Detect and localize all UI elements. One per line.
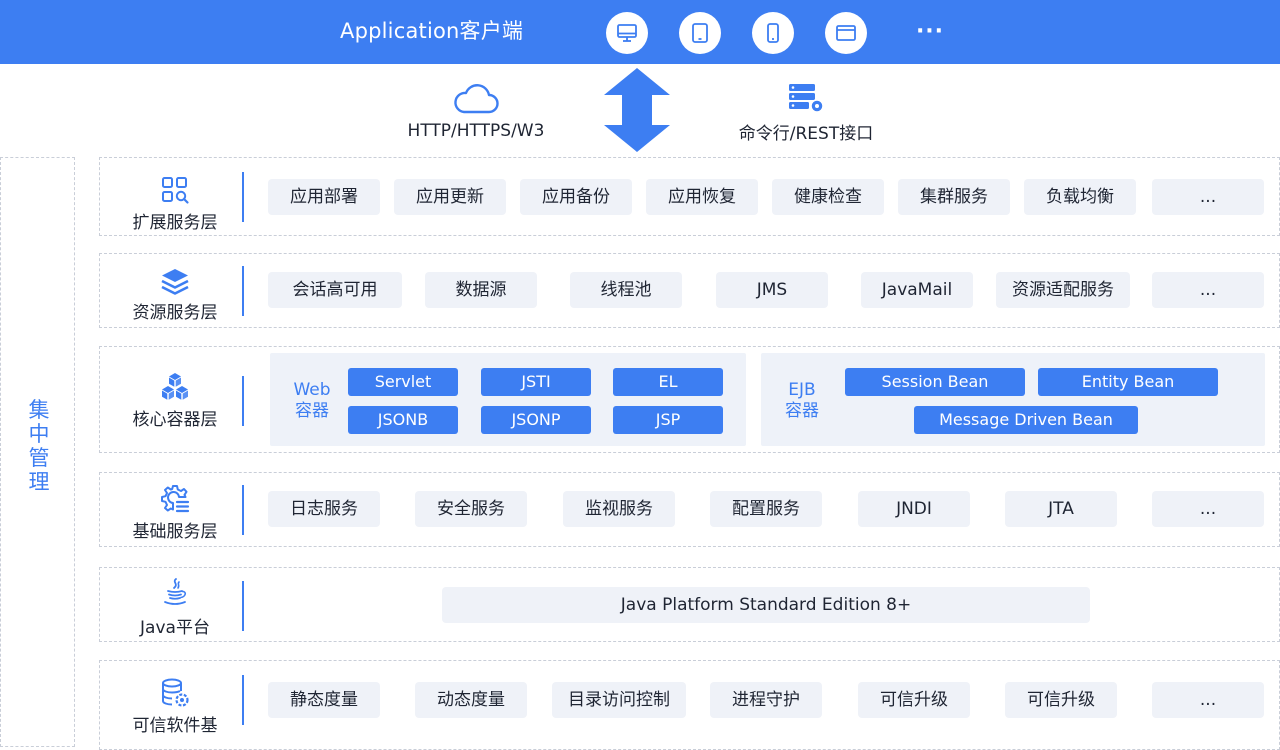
- server-settings-icon: [789, 84, 824, 113]
- layer-divider: [242, 581, 244, 631]
- layer-divider: [242, 675, 244, 725]
- chip-more: ...: [1152, 491, 1264, 527]
- base-layer-label: 基础服务层: [100, 483, 250, 542]
- trusted-layer-label: 可信软件基: [100, 677, 250, 736]
- chip-process-guard: 进程守护: [710, 682, 822, 718]
- chip-cluster-service: 集群服务: [898, 179, 1010, 215]
- chip-datasource: 数据源: [425, 272, 537, 308]
- trusted-software-base-layer: 可信软件基 静态度量 动态度量 目录访问控制 进程守护 可信升级 可信升级 ..…: [99, 660, 1280, 750]
- chip-java-se: Java Platform Standard Edition 8+: [442, 587, 1090, 623]
- layer-divider: [242, 266, 244, 316]
- chip-jsti: JSTI: [481, 368, 591, 396]
- layer-divider: [242, 485, 244, 535]
- chip-more: ...: [1152, 272, 1264, 308]
- ejb-container-title-2: 容器: [785, 401, 819, 421]
- chip-config-service: 配置服务: [710, 491, 822, 527]
- chip-resource-adapter: 资源适配服务: [996, 272, 1130, 308]
- database-gear-icon: [162, 678, 189, 707]
- resource-service-layer: 资源服务层 会话高可用 数据源 线程池 JMS JavaMail 资源适配服务 …: [99, 253, 1280, 328]
- chip-javamail: JavaMail: [861, 272, 973, 308]
- cloud-icon: [454, 84, 499, 114]
- chip-session-bean: Session Bean: [845, 368, 1025, 396]
- desktop-icon: [606, 12, 648, 54]
- java-layer-name: Java平台: [140, 618, 210, 638]
- layers-stack-icon: [161, 269, 189, 295]
- chip-security-service: 安全服务: [415, 491, 527, 527]
- web-container-title-1: Web: [293, 380, 331, 400]
- bidirectional-arrow-icon: [604, 68, 670, 152]
- layer-divider: [242, 172, 244, 222]
- chip-more: ...: [1152, 179, 1264, 215]
- chip-trusted-upgrade: 可信升级: [858, 682, 970, 718]
- layer-divider: [242, 376, 244, 426]
- chip-trusted-upgrade-2: 可信升级: [1005, 682, 1117, 718]
- extension-service-layer: 扩展服务层 应用部署 应用更新 应用备份 应用恢复 健康检查 集群服务 负载均衡…: [99, 157, 1280, 236]
- chip-jsonp: JSONP: [481, 406, 591, 434]
- core-layer-name: 核心容器层: [132, 410, 218, 430]
- base-service-layer: 基础服务层 日志服务 安全服务 监视服务 配置服务 JNDI JTA ...: [99, 472, 1280, 547]
- http-protocol-label: HTTP/HTTPS/W3: [407, 121, 545, 141]
- core-container-layer: 核心容器层 Web 容器 Servlet JSTI EL JSONB JSONP…: [99, 346, 1280, 453]
- app-client-title: Application客户端: [340, 19, 524, 43]
- chip-log-service: 日志服务: [268, 491, 380, 527]
- resource-layer-label: 资源服务层: [100, 266, 250, 323]
- chip-dynamic-measure: 动态度量: [415, 682, 527, 718]
- chip-jta: JTA: [1005, 491, 1117, 527]
- trusted-layer-name: 可信软件基: [132, 716, 218, 736]
- cubes-icon: [162, 373, 188, 400]
- ejb-container-title-1: EJB: [788, 380, 816, 400]
- chip-jndi: JNDI: [858, 491, 970, 527]
- cli-rest-interface: 命令行/REST接口: [728, 82, 884, 144]
- centralized-management-label: 集中管理: [28, 398, 50, 494]
- grid-search-icon: [162, 177, 189, 204]
- chip-load-balance: 负载均衡: [1024, 179, 1136, 215]
- browser-window-icon: [825, 12, 867, 54]
- java-cup-icon: [164, 578, 186, 605]
- web-container: Web 容器 Servlet JSTI EL JSONB JSONP JSP: [270, 353, 746, 446]
- java-platform-layer: Java平台 Java Platform Standard Edition 8+: [99, 567, 1280, 642]
- chip-monitor-service: 监视服务: [563, 491, 675, 527]
- chip-app-backup: 应用备份: [520, 179, 632, 215]
- chip-thread-pool: 线程池: [570, 272, 682, 308]
- ejb-container: EJB 容器 Session Bean Entity Bean Message …: [761, 353, 1265, 446]
- cli-rest-label: 命令行/REST接口: [738, 124, 874, 144]
- chip-message-driven-bean: Message Driven Bean: [914, 406, 1138, 434]
- chip-servlet: Servlet: [348, 368, 458, 396]
- tablet-icon: [679, 12, 721, 54]
- chip-jsp: JSP: [613, 406, 723, 434]
- chip-health-check: 健康检查: [772, 179, 884, 215]
- chip-session-ha: 会话高可用: [268, 272, 402, 308]
- chip-app-update: 应用更新: [394, 179, 506, 215]
- web-container-title-2: 容器: [295, 401, 329, 421]
- chip-app-deploy: 应用部署: [268, 179, 380, 215]
- http-protocol: HTTP/HTTPS/W3: [396, 82, 556, 141]
- chip-static-measure: 静态度量: [268, 682, 380, 718]
- base-layer-name: 基础服务层: [132, 522, 218, 542]
- chip-more: ...: [1152, 682, 1264, 718]
- chip-directory-access-control: 目录访问控制: [552, 682, 686, 718]
- java-layer-label: Java平台: [100, 577, 250, 638]
- chip-jms: JMS: [716, 272, 828, 308]
- more-clients-ellipsis: ···: [915, 19, 945, 44]
- chip-app-restore: 应用恢复: [646, 179, 758, 215]
- chip-entity-bean: Entity Bean: [1038, 368, 1218, 396]
- gear-list-icon: [161, 485, 190, 513]
- extension-layer-label: 扩展服务层: [100, 174, 250, 233]
- client-header-bar: Application客户端 ···: [0, 0, 1280, 64]
- chip-jsonb: JSONB: [348, 406, 458, 434]
- centralized-management-panel: 集中管理: [0, 157, 75, 747]
- phone-icon: [752, 12, 794, 54]
- resource-layer-name: 资源服务层: [132, 303, 218, 323]
- core-layer-label: 核心容器层: [100, 371, 250, 430]
- extension-layer-name: 扩展服务层: [132, 213, 218, 233]
- chip-el: EL: [613, 368, 723, 396]
